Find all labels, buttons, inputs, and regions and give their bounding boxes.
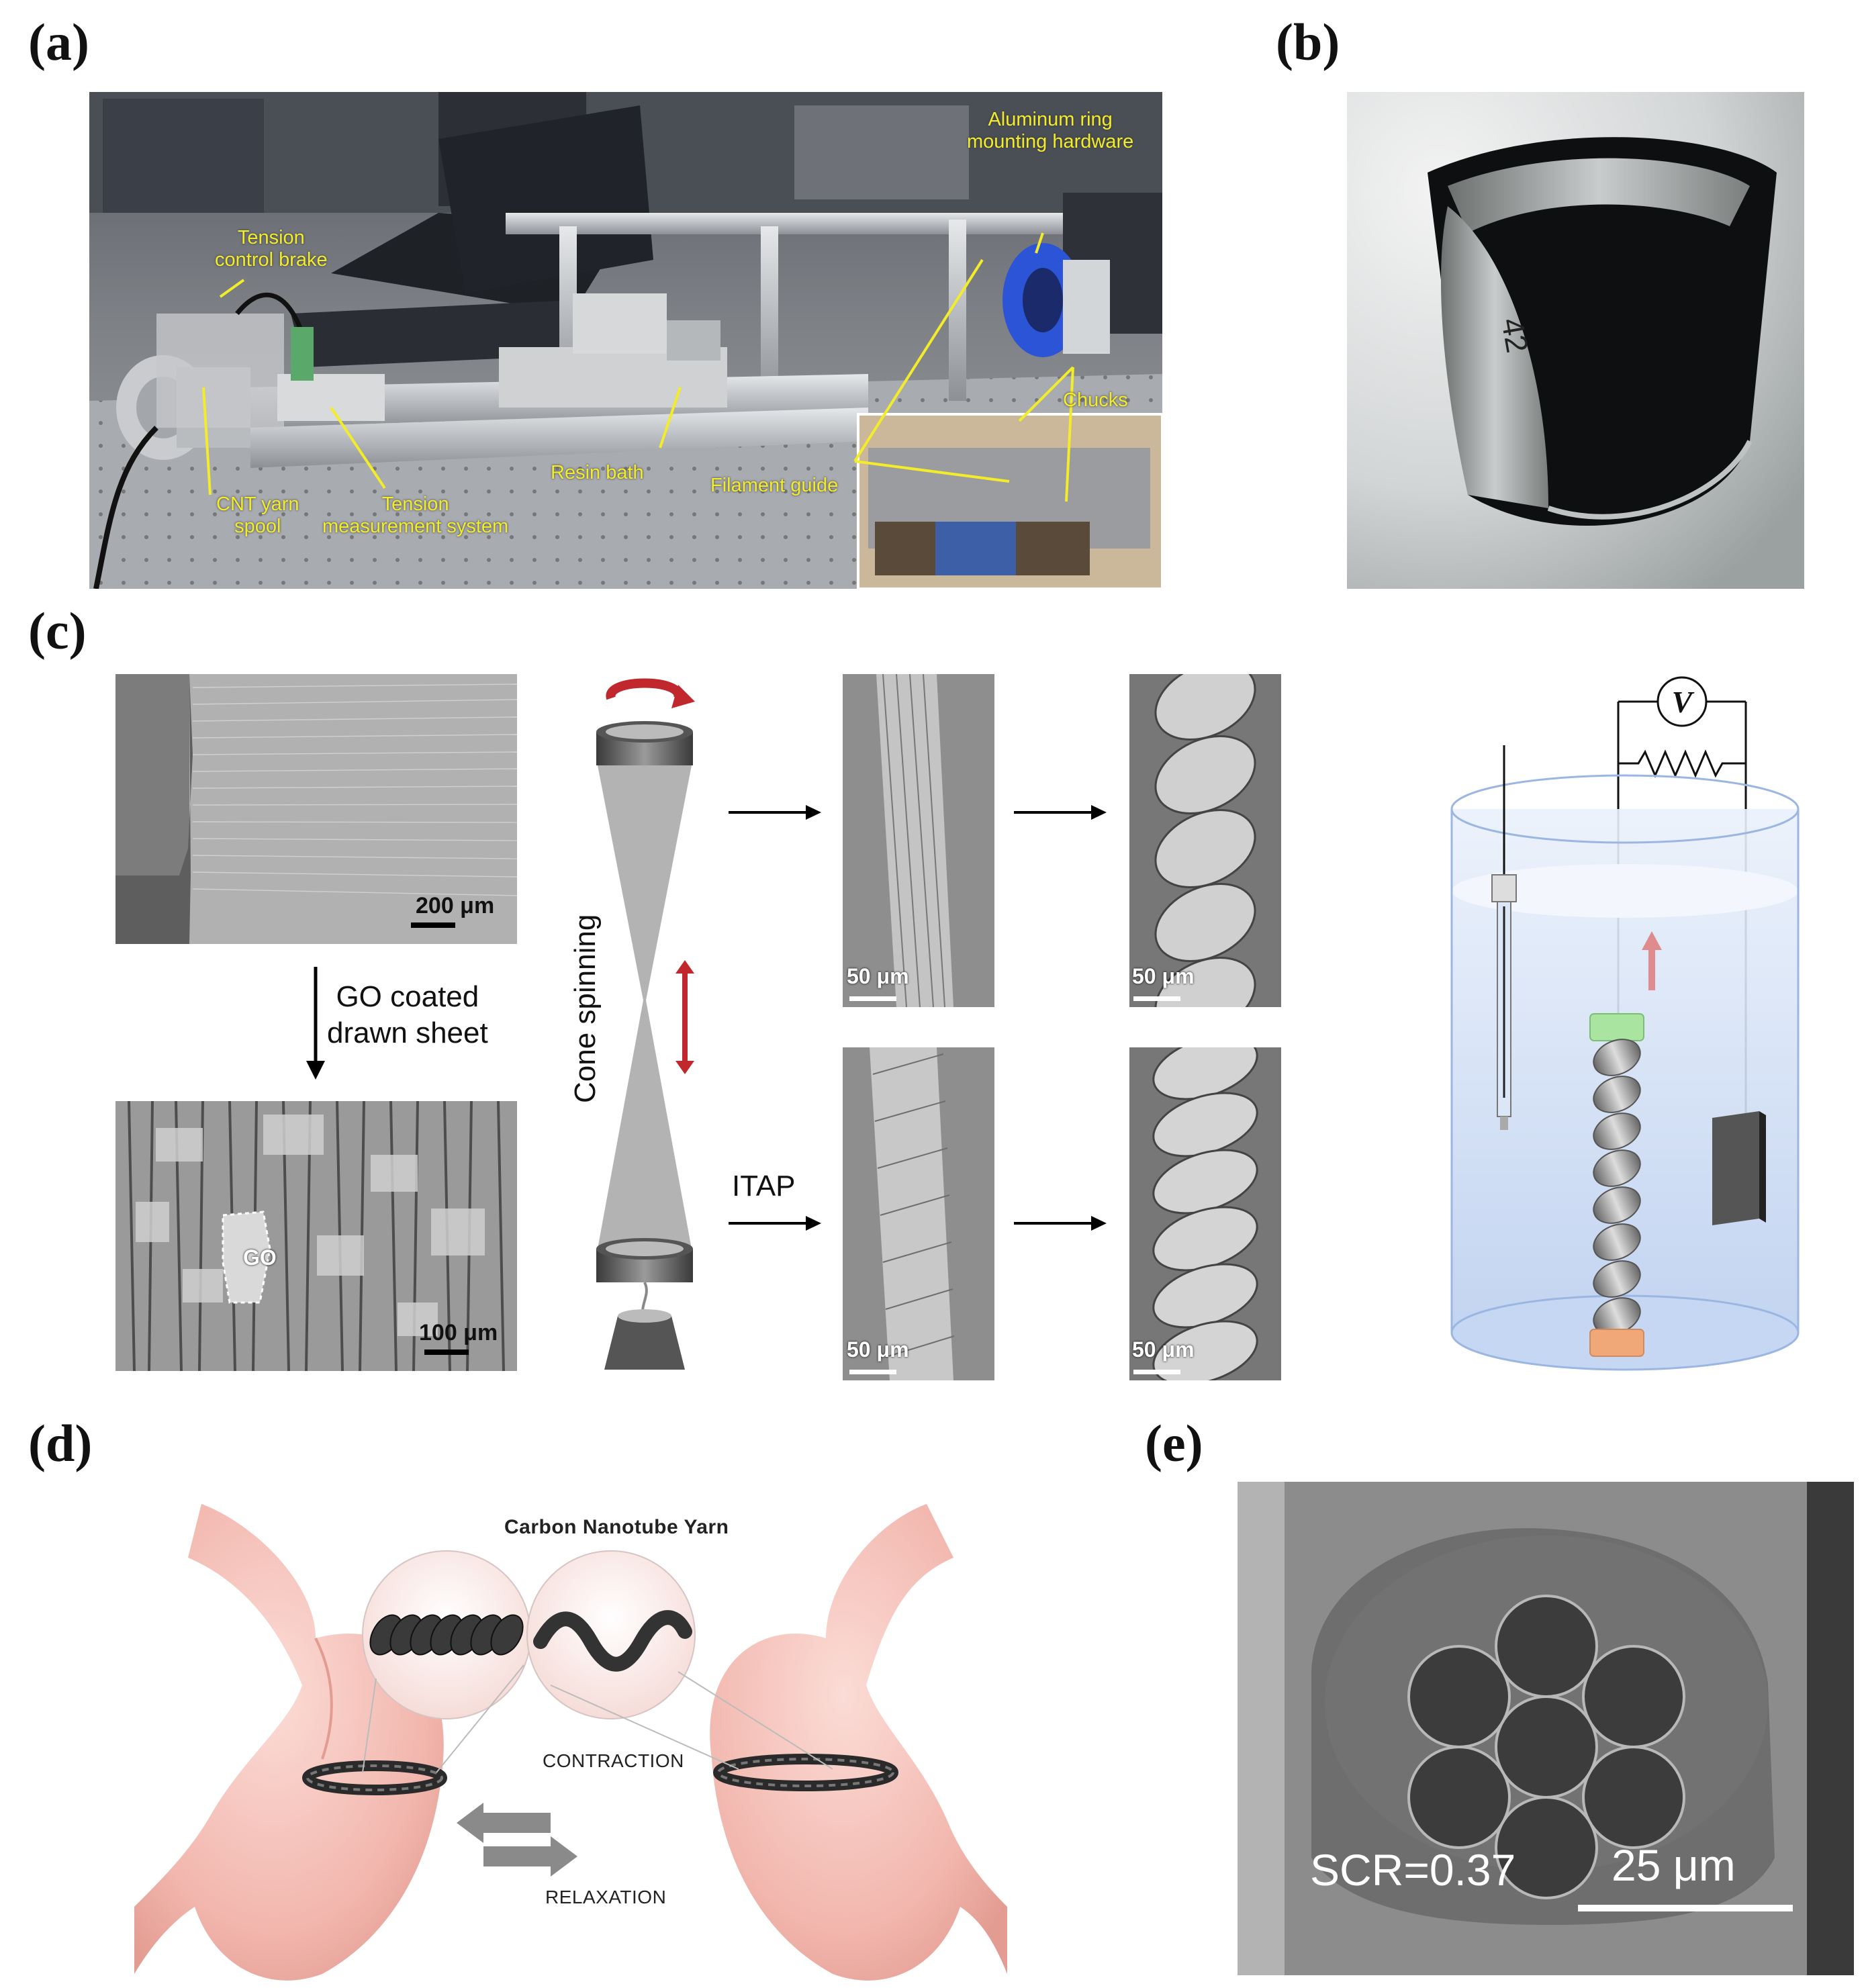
- annotation-chucks: Chucks: [1063, 389, 1128, 411]
- panel-label-e: (e): [1145, 1414, 1203, 1472]
- resistor-icon: [1618, 749, 1746, 778]
- contraction-label: CONTRACTION: [543, 1750, 684, 1771]
- panel-label-a: (a): [28, 13, 89, 71]
- annotation-filament-guide: Filament guide: [710, 475, 839, 496]
- sem-coiled-yarn-1: 50 μm: [1129, 674, 1281, 1007]
- sem-go-coated-sheet: GO 100 μm: [115, 1101, 517, 1371]
- cnt-yarn-title: Carbon Nanotube Yarn: [504, 1516, 729, 1538]
- cone-spinning-text: Cone spinning: [569, 914, 602, 1103]
- cone-spinning-illustration: [596, 678, 695, 1370]
- electrochemical-cell-diagram: V: [1450, 676, 1800, 1371]
- sem-coiled-yarn-2: 50 μm: [1129, 1047, 1281, 1380]
- down-arrow: [306, 967, 325, 1080]
- arrow-right-1: [729, 805, 821, 820]
- relaxation-label: RELAXATION: [545, 1887, 667, 1907]
- composite-ring-photo: 42: [1347, 92, 1804, 589]
- panel-label-b: (b): [1276, 13, 1340, 71]
- sem-drawn-sheet: 200 μm: [115, 674, 517, 944]
- voltmeter-icon: [1657, 676, 1708, 727]
- voltmeter-label: V: [1672, 685, 1695, 719]
- panel-label-d: (d): [28, 1414, 93, 1472]
- annotation-resin-bath: Resin bath: [551, 462, 644, 483]
- panel-b-photo: 42: [1347, 92, 1804, 589]
- scr-value: SCR=0.37: [1310, 1845, 1516, 1895]
- scale-bar-200: 200 μm: [416, 893, 495, 918]
- arrow-right-3: [1014, 805, 1107, 820]
- scale-bar-50d: 50 μm: [1132, 1337, 1195, 1362]
- scale-bar-100: 100 μm: [419, 1320, 498, 1345]
- ring-mark-text: 42: [1495, 316, 1535, 355]
- sem-twisted-yarn-1: 50 μm: [843, 674, 994, 1007]
- sem-twisted-yarn-2: 50 μm: [843, 1047, 994, 1380]
- winding-setup-photo: [89, 92, 1162, 589]
- go-tag: GO: [243, 1245, 277, 1270]
- stomach-band-illustration: [134, 1504, 1007, 1981]
- scale-bar-50c: 50 μm: [847, 1337, 909, 1362]
- arrow-right-2: [729, 1216, 821, 1231]
- rotation-arrow-icon: [606, 678, 684, 700]
- panel-label-c: (c): [28, 602, 87, 660]
- itap-label: ITAP: [732, 1170, 796, 1202]
- panel-a-photo: [89, 92, 1162, 589]
- arrow-right-4: [1014, 1216, 1107, 1231]
- scale-bar-50a: 50 μm: [847, 964, 909, 988]
- sem-cross-section: SCR=0.37 25 μm: [1238, 1482, 1854, 1975]
- scale-bar-50b: 50 μm: [1132, 964, 1195, 988]
- scale-bar-25: 25 μm: [1612, 1840, 1736, 1890]
